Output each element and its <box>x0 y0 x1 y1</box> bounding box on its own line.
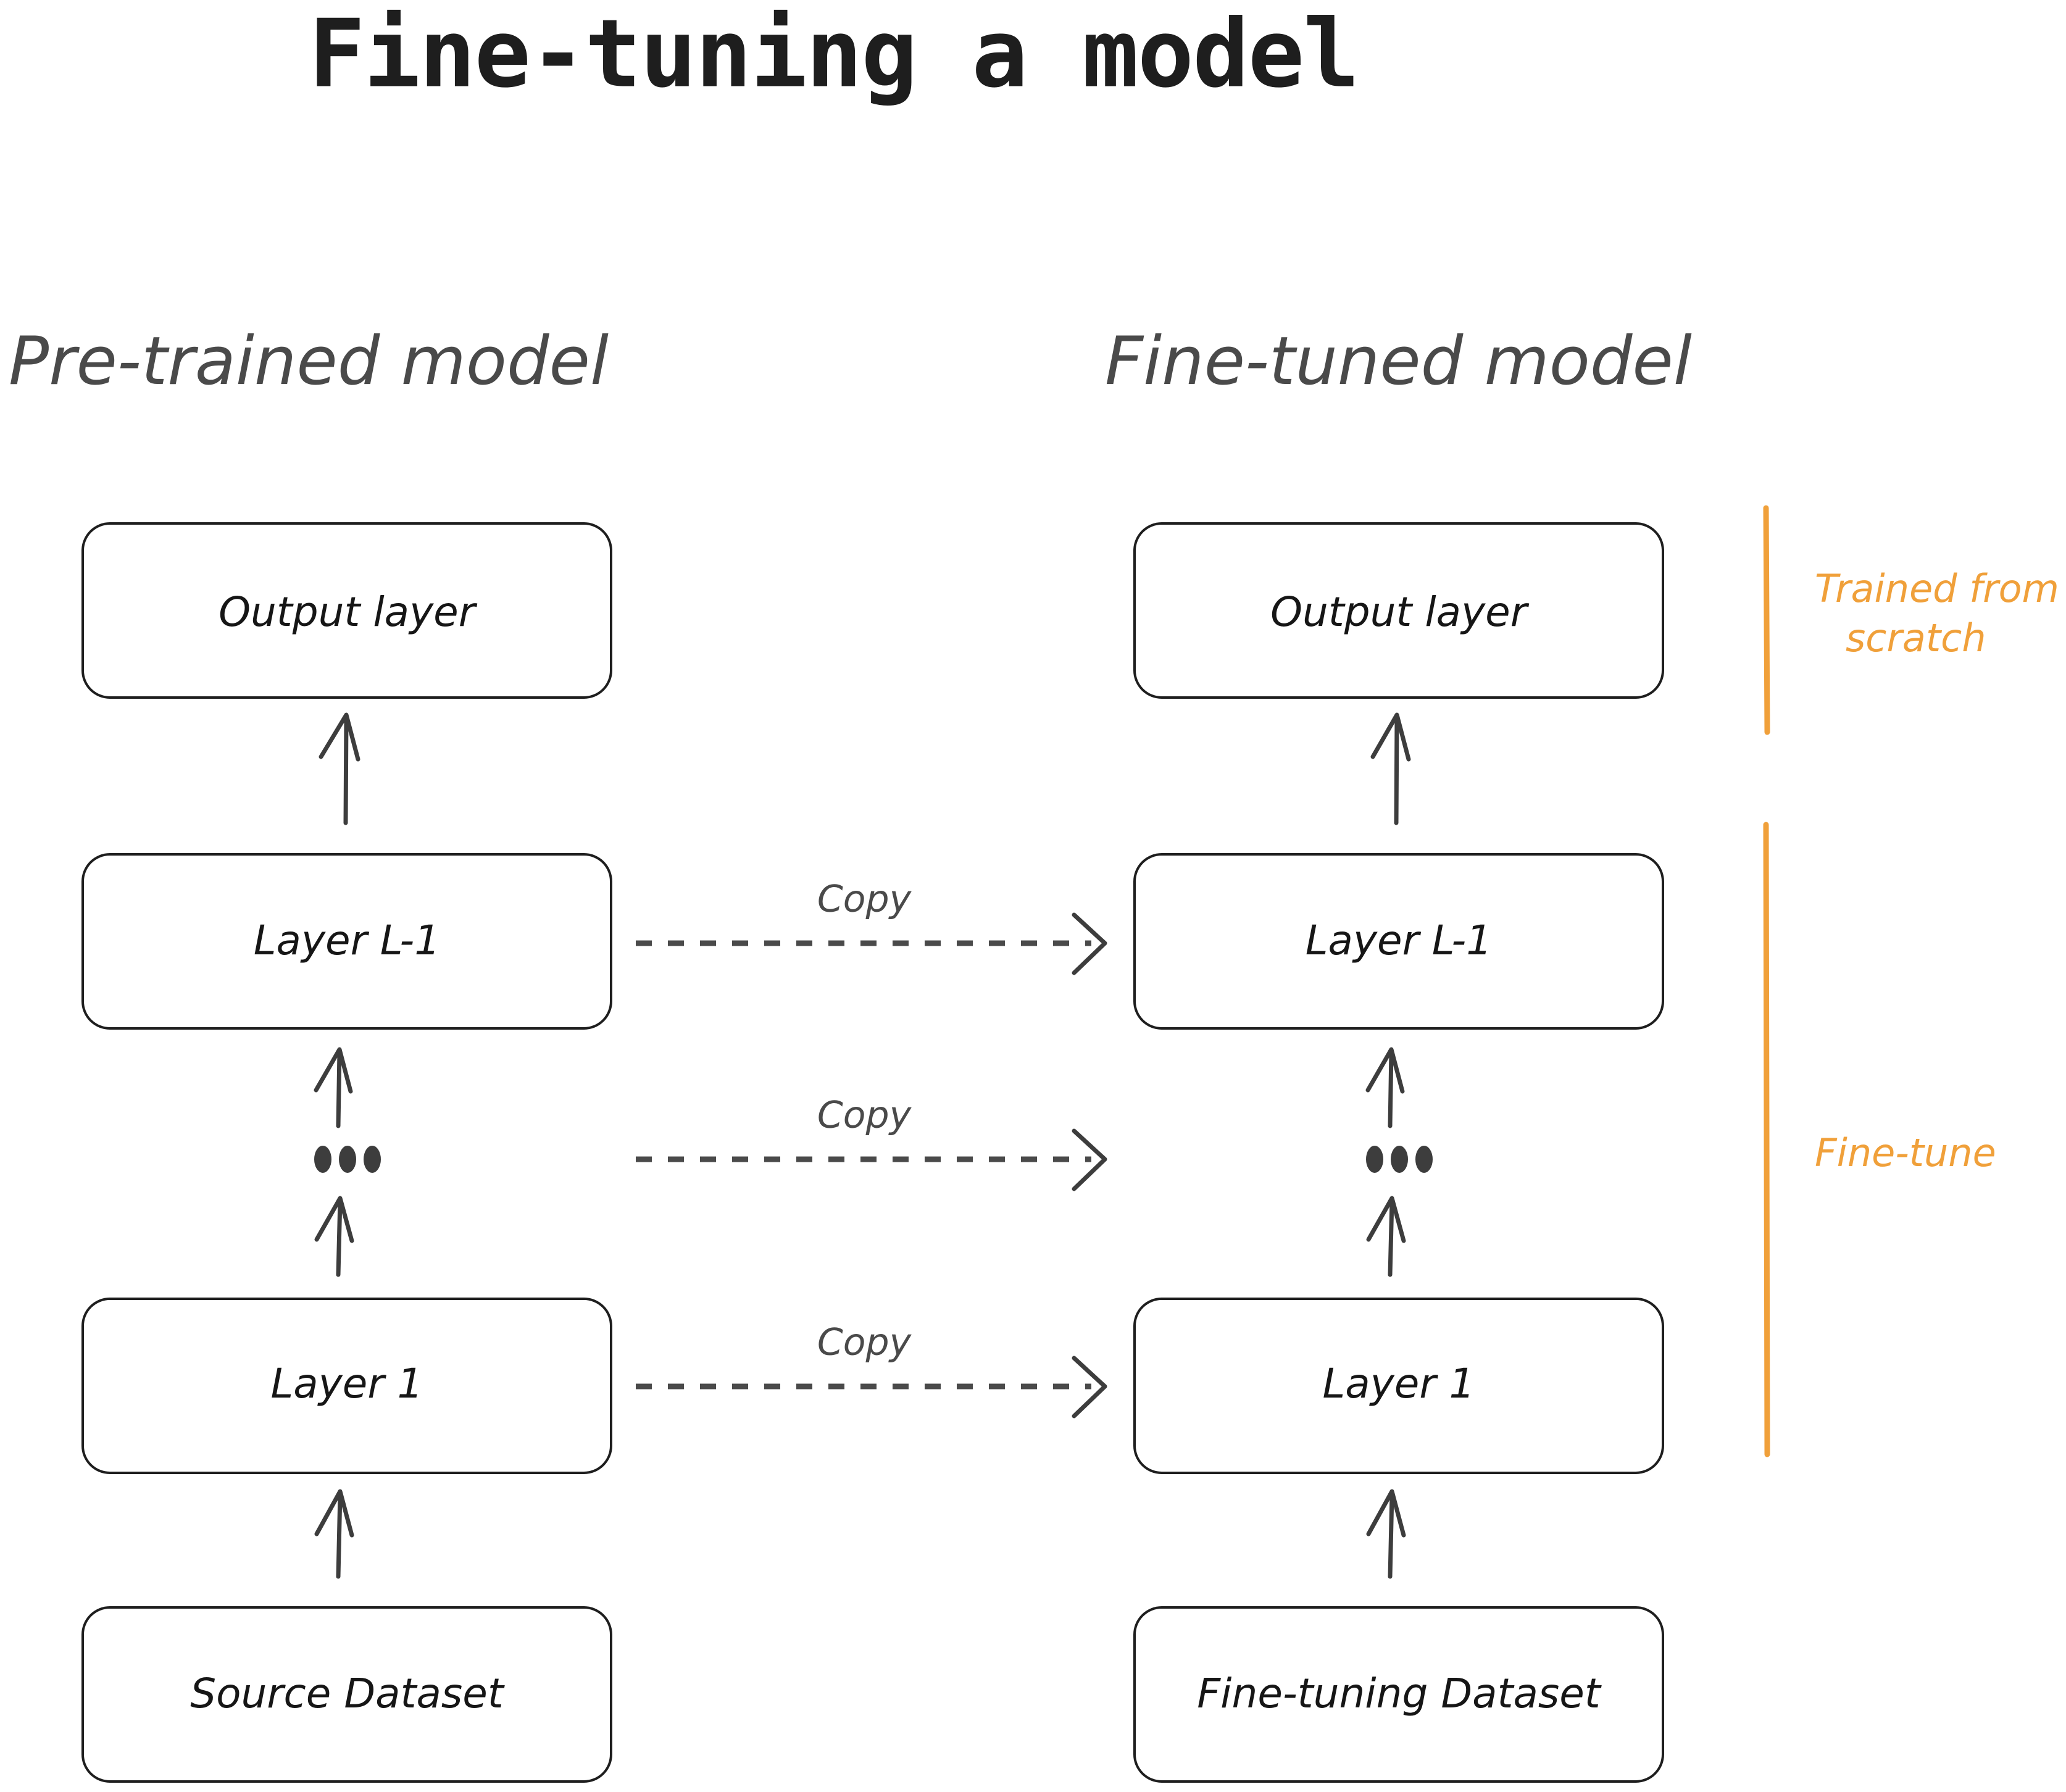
copy-arrow-layer-l-1-label: Copy <box>817 878 912 921</box>
annotation-trained-from-scratch-line2: scratch <box>1846 615 1986 661</box>
right-box-layer-l-1[interactable]: Layer L-1 <box>1133 853 1664 1030</box>
left-box-layer-1[interactable]: Layer 1 <box>81 1298 612 1474</box>
right-arrow-layer1-to-ellipsis <box>1366 1196 1406 1277</box>
left-box-layer-l-1-label: Layer L-1 <box>254 917 440 964</box>
right-box-layer-l-1-label: Layer L-1 <box>1306 917 1492 964</box>
annotation-trained-from-scratch: Trained from scratch <box>1763 505 2059 735</box>
left-arrow-layerL1-to-output <box>319 712 360 825</box>
copy-arrow-layer-l-1: Copy <box>636 878 1107 975</box>
right-arrow-layerL1-to-output <box>1370 712 1411 825</box>
right-ellipsis <box>1366 1146 1433 1173</box>
copy-arrow-middle: Copy <box>636 1094 1107 1191</box>
left-box-source-dataset[interactable]: Source Dataset <box>81 1606 612 1783</box>
annotation-trained-from-scratch-line1: Trained from <box>1815 566 2059 611</box>
annotation-fine-tune: Fine-tune <box>1763 822 1996 1457</box>
left-box-output-layer[interactable]: Output layer <box>81 522 612 699</box>
left-box-layer-1-label: Layer 1 <box>271 1360 423 1407</box>
left-arrow-ellipsis-to-layerL1 <box>314 1047 353 1128</box>
heading-pre-trained-model: Pre-trained model <box>9 323 609 400</box>
heading-fine-tuned-model: Fine-tuned model <box>1105 323 1692 400</box>
left-arrow-layer1-to-ellipsis <box>314 1196 354 1277</box>
right-arrow-ellipsis-to-layerL1 <box>1365 1047 1405 1128</box>
left-box-output-layer-label: Output layer <box>219 588 478 636</box>
annotation-fine-tune-label: Fine-tune <box>1815 1130 1996 1175</box>
right-arrow-dataset-to-layer1 <box>1366 1489 1406 1579</box>
bracket-fine-tune <box>1763 822 1770 1457</box>
left-box-layer-l-1[interactable]: Layer L-1 <box>81 853 612 1030</box>
right-box-fine-tuning-dataset[interactable]: Fine-tuning Dataset <box>1133 1606 1664 1783</box>
right-box-output-layer-label: Output layer <box>1270 588 1530 636</box>
right-box-fine-tuning-dataset-label: Fine-tuning Dataset <box>1197 1670 1602 1717</box>
right-box-output-layer[interactable]: Output layer <box>1133 522 1664 699</box>
copy-arrow-middle-label: Copy <box>817 1094 912 1137</box>
bracket-trained-from-scratch <box>1763 505 1770 735</box>
right-box-layer-1[interactable]: Layer 1 <box>1133 1298 1664 1474</box>
left-box-source-dataset-label: Source Dataset <box>190 1670 505 1717</box>
left-ellipsis <box>314 1146 381 1173</box>
page-title: Fine-tuning a model <box>309 0 1359 109</box>
copy-arrow-layer-1: Copy <box>636 1321 1107 1419</box>
copy-arrow-layer-1-label: Copy <box>817 1321 912 1364</box>
left-arrow-dataset-to-layer1 <box>314 1489 354 1579</box>
right-box-layer-1-label: Layer 1 <box>1323 1360 1475 1407</box>
